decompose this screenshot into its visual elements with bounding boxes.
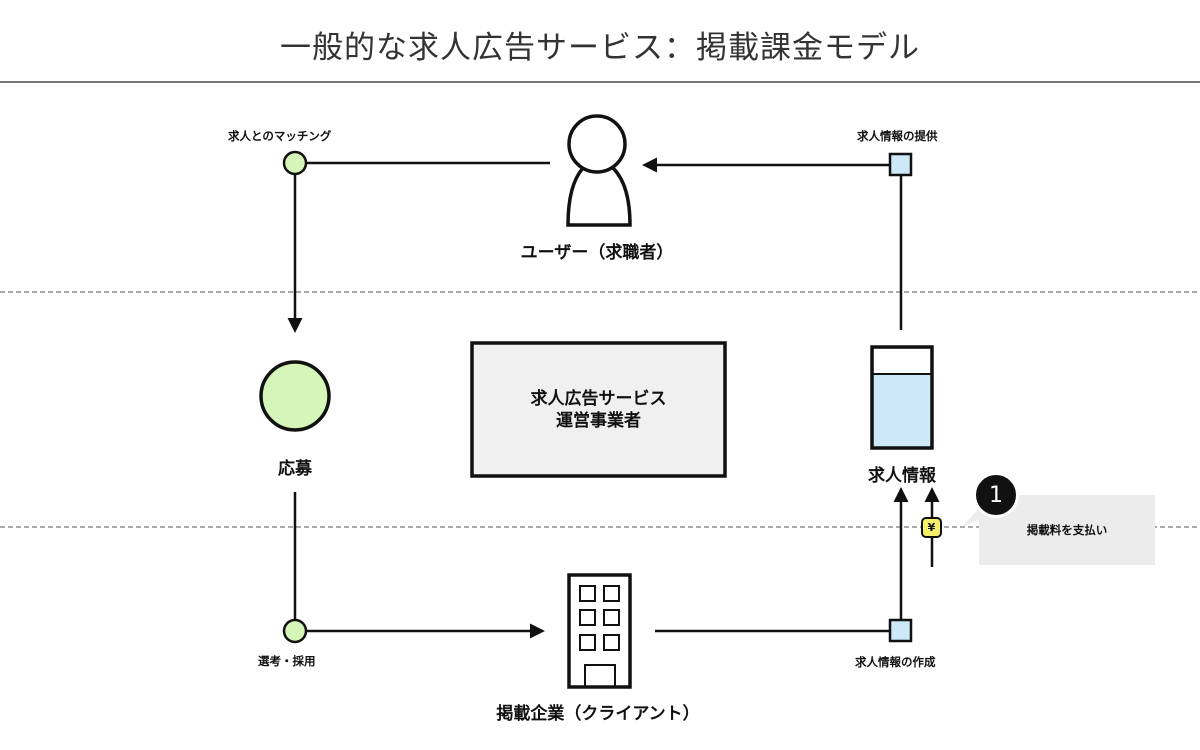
step-matching-label: 求人とのマッチング [228,129,332,143]
person-icon [566,114,632,227]
operator-label-line1: 求人広告サービス [530,388,667,409]
step-provide-label: 求人情報の提供 [857,129,938,143]
title-divider [0,81,1200,83]
building-icon [567,573,632,689]
payment-callout: 掲載料を支払い [979,495,1155,565]
step-selection-label: 選考・採用 [258,654,316,668]
step-create-label: 求人情報の作成 [855,655,936,669]
provide-node [888,152,913,177]
jobinfo-label: 求人情報 [868,466,936,486]
matching-node [282,150,308,176]
operator-label-line2: 運営事業者 [556,410,641,431]
yen-icon: ¥ [921,517,942,538]
operator-box [470,341,727,478]
payment-callout-text: 掲載料を支払い [1026,523,1108,537]
operator-label: 求人広告サービス 運営事業者 [472,343,725,476]
document-icon [870,345,934,450]
step-number-badge: 1 [973,472,1019,518]
user-label: ユーザー（求職者） [520,243,674,263]
callout-tail [962,508,979,527]
apply-label: 応募 [278,459,312,479]
apply-node [259,360,331,432]
page-title: 一般的な求人広告サービス：掲載課金モデル [280,30,920,66]
create-node [888,618,913,643]
client-label: 掲載企業（クライアント） [496,704,700,724]
selection-node [282,618,308,644]
